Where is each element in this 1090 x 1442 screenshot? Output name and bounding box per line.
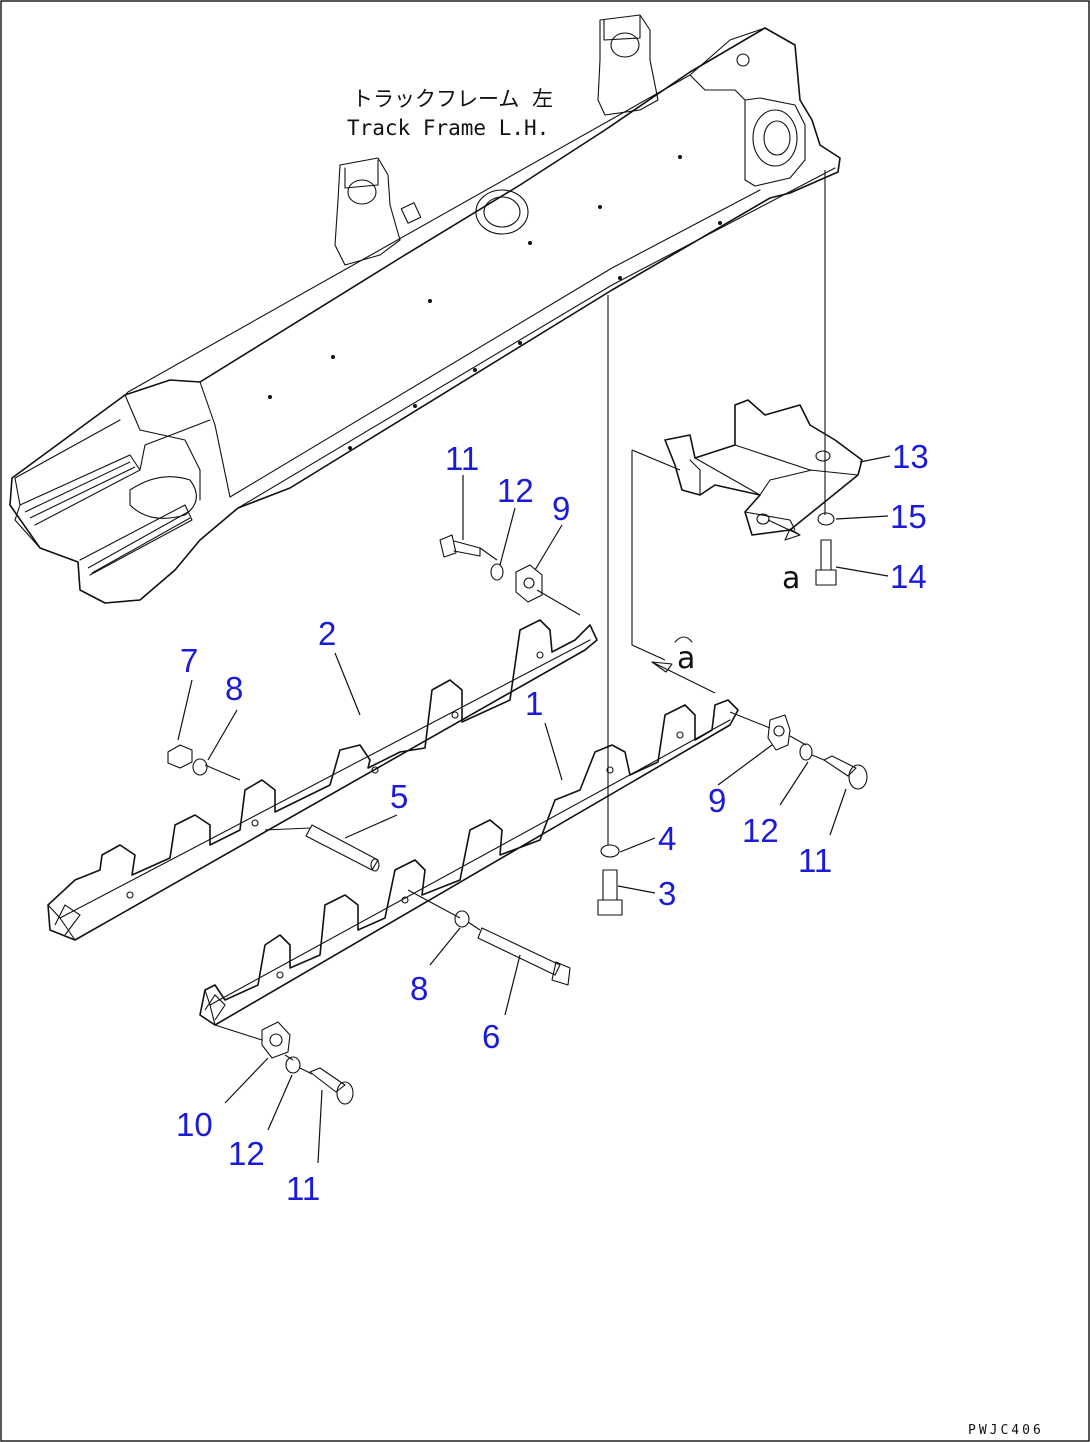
hardware-parts <box>167 512 868 1105</box>
callout-number: 5 <box>390 778 408 815</box>
callout-numbers: 11 12 9 13 15 14 2 1 7 8 5 9 12 11 4 3 8… <box>176 438 929 1207</box>
callout-number: 11 <box>286 1170 320 1207</box>
callout-number: 12 <box>228 1135 265 1172</box>
caption-english: Track Frame L.H. <box>347 116 549 140</box>
callout-number: 12 <box>742 812 779 849</box>
callout-number: 14 <box>890 558 927 595</box>
callout-number: 4 <box>658 820 676 857</box>
callout-number: 9 <box>552 490 570 527</box>
caption-japanese: トラックフレーム 左 <box>352 87 553 111</box>
reference-letter-mark <box>674 636 693 643</box>
callout-number: 10 <box>176 1106 213 1143</box>
callout-number: 6 <box>482 1018 500 1055</box>
callout-number: 8 <box>410 970 428 1007</box>
track-guard-upper <box>47 619 598 941</box>
callout-number: 11 <box>798 842 832 879</box>
reference-letter: a <box>782 561 800 596</box>
drawing-code: PWJC406 <box>968 1423 1044 1438</box>
callout-number: 9 <box>708 782 726 819</box>
callout-number: 12 <box>497 472 534 509</box>
callout-number: 3 <box>658 875 676 912</box>
track-frame <box>9 14 841 604</box>
callout-number: 13 <box>892 438 929 475</box>
track-guard-lower <box>199 699 739 1026</box>
assembly-lines <box>204 170 826 1075</box>
callout-number: 7 <box>180 642 198 679</box>
reference-letter: a <box>677 641 695 676</box>
callout-number: 11 <box>445 440 479 477</box>
callout-number: 2 <box>318 615 336 652</box>
callout-number: 15 <box>890 498 927 535</box>
guard-bracket <box>664 399 863 536</box>
leader-lines <box>177 455 891 1164</box>
callout-number: 1 <box>525 685 543 722</box>
callout-number: 8 <box>225 670 243 707</box>
